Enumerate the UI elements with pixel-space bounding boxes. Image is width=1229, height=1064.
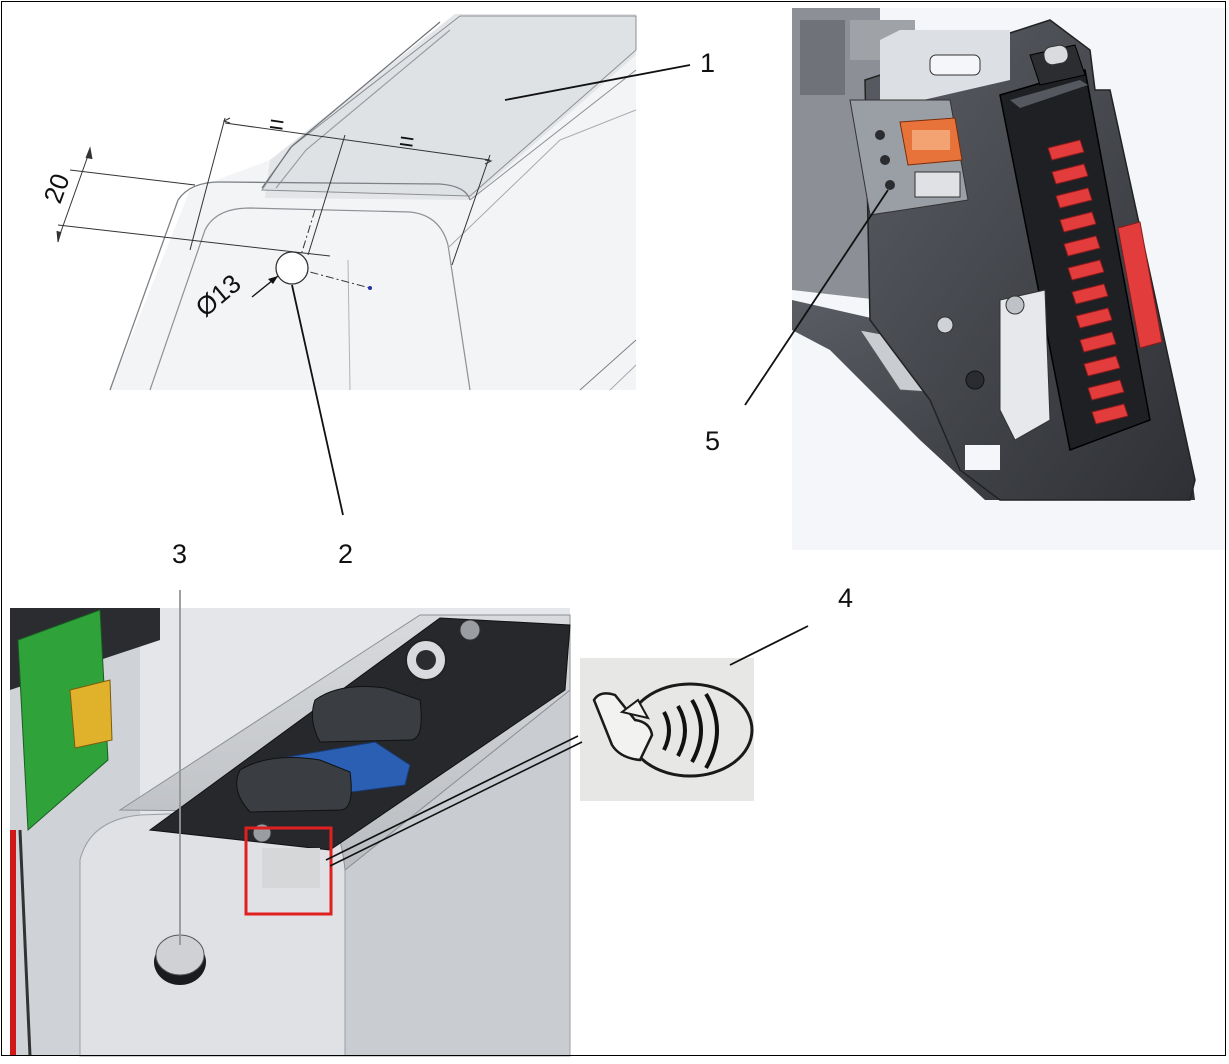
callout-4: 4 bbox=[838, 583, 853, 613]
terminal-housing-render bbox=[10, 608, 571, 1057]
leader-1 bbox=[504, 64, 691, 101]
equal-mark-left: = bbox=[267, 108, 286, 140]
callout-numbers: 1 2 3 4 5 bbox=[172, 48, 853, 613]
leader-4 bbox=[729, 625, 809, 666]
fuse-carrier bbox=[999, 44, 1163, 452]
contactless-reader-highlight bbox=[244, 826, 333, 916]
callout-2: 2 bbox=[338, 539, 353, 569]
equal-mark-right: = bbox=[397, 125, 416, 157]
mushroom-button bbox=[154, 934, 206, 985]
fuse-box-render bbox=[792, 8, 1228, 550]
callout-1: 1 bbox=[700, 48, 715, 78]
leader-highlight-to-closeup bbox=[325, 735, 583, 867]
leader-5 bbox=[744, 189, 889, 406]
equal-spacing-dimension: = = bbox=[189, 108, 493, 266]
callout-5: 5 bbox=[705, 426, 720, 456]
relay-connector bbox=[849, 99, 969, 216]
fuse-row bbox=[1047, 139, 1163, 425]
cover-cad-view: = = 20 Ø13 bbox=[6, 8, 637, 391]
contactless-symbol-closeup bbox=[580, 658, 754, 801]
leader-2 bbox=[291, 284, 344, 516]
callout-3: 3 bbox=[172, 539, 187, 569]
